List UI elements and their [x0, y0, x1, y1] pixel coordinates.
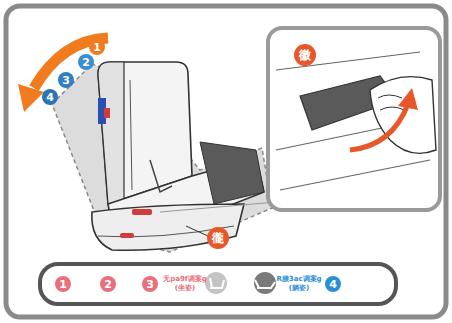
- seat-pad: [200, 142, 264, 204]
- sit-icon: [205, 272, 227, 294]
- finger: [378, 95, 404, 110]
- position-label: 无pa9f调案g (坐姿): [160, 275, 210, 293]
- number-text: 1: [93, 41, 101, 54]
- number-text: 徽: [299, 47, 311, 64]
- detail-inset: [268, 28, 440, 210]
- buckle: [150, 160, 172, 192]
- number-text: 3: [62, 74, 70, 87]
- belt-line: [130, 80, 132, 190]
- recline-handle: [132, 209, 152, 215]
- base-marker: [120, 233, 134, 238]
- callout-marker: 徽: [294, 44, 316, 66]
- number-text: 4: [329, 278, 337, 291]
- number-text: 2: [104, 278, 112, 291]
- callout-number: 3: [58, 72, 74, 88]
- recline-icon: [254, 272, 276, 294]
- position-number: 1: [55, 276, 71, 292]
- number-text: 1: [59, 278, 67, 291]
- leader-line: [186, 226, 208, 236]
- number-text: 徿: [212, 230, 224, 247]
- belt-clip: [104, 108, 110, 118]
- position-number: 2: [100, 276, 116, 292]
- callout-number: 4: [42, 89, 58, 105]
- recline-icon: [255, 280, 275, 288]
- sit-icon: [210, 278, 224, 288]
- number-text: 2: [82, 56, 90, 69]
- callout-number: 1: [89, 39, 105, 55]
- position-number: 4: [325, 276, 341, 292]
- position-number: 3: [142, 276, 158, 292]
- position-band: 无pa9f调案g (坐姿) R腰3ac调案g (躺姿) 1 2 3 4: [38, 262, 398, 306]
- number-text: 4: [46, 91, 54, 104]
- callout-number: 2: [78, 54, 94, 70]
- pull-arrow: [350, 104, 408, 150]
- position-label: R腰3ac调案g (躺姿): [274, 275, 324, 293]
- arrow-head: [398, 88, 418, 110]
- number-text: 3: [146, 278, 154, 291]
- backrest-wing: [98, 62, 124, 204]
- arrow-head: [18, 84, 44, 112]
- callout-marker: 徿: [207, 227, 229, 249]
- recline-arrow: [34, 38, 108, 88]
- outer-frame: [6, 6, 446, 317]
